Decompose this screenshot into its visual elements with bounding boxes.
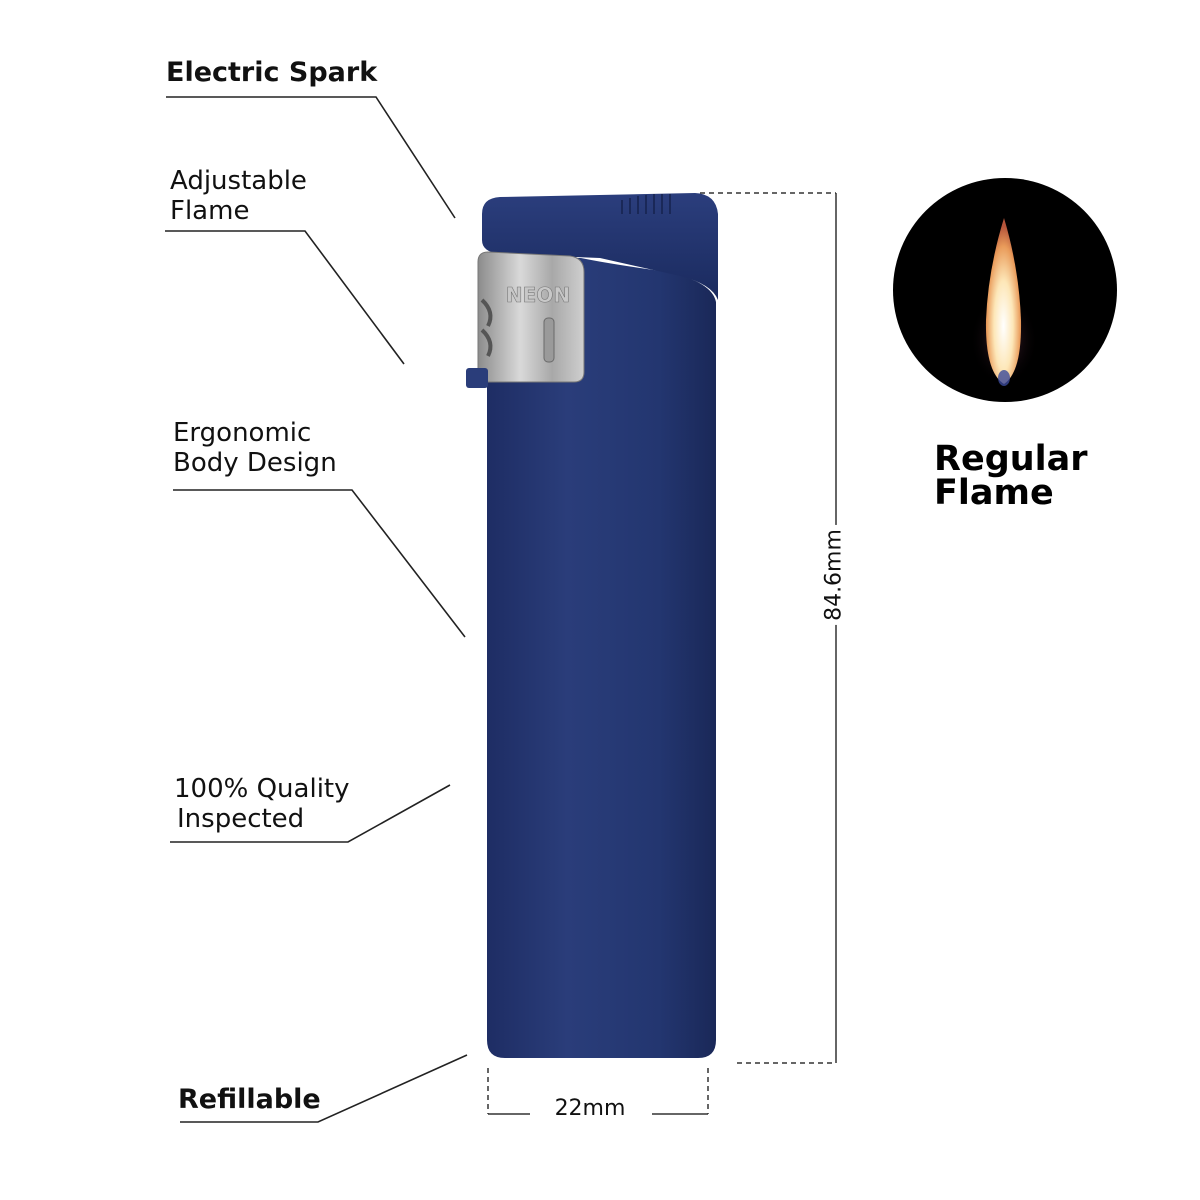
cap-ridges: [621, 194, 671, 214]
width-dimension-text: 22mm: [554, 1096, 626, 1121]
vent-slots: [480, 298, 493, 357]
brand-mark: NEON: [506, 283, 570, 307]
leader-adjustable-flame: [165, 230, 405, 365]
leader-quality: [170, 784, 451, 843]
flame-caption: Regular Flame: [934, 439, 1088, 513]
lighter-body: [487, 258, 716, 1058]
feature-refillable-text: Refillable: [178, 1084, 321, 1115]
width-dimension-line: [487, 1068, 709, 1115]
flame-photo: [893, 178, 1117, 402]
flame-caption-line2: Flame: [934, 473, 1054, 513]
metal-windshield: [477, 251, 585, 383]
width-dimension: 22mm: [540, 1096, 640, 1121]
feature-refillable: Refillable: [178, 1085, 321, 1115]
feature-adjustable-flame-line1: Adjustable: [170, 166, 307, 196]
windshield-slot: [543, 317, 555, 363]
leader-ergonomic: [173, 489, 466, 638]
height-dimension-text: 84.6mm: [821, 525, 847, 625]
feature-quality-inspected: 100% Quality Inspected: [174, 774, 350, 834]
leader-electric-spark: [166, 96, 456, 219]
leader-lines: [165, 96, 468, 1123]
feature-quality-line2: Inspected: [177, 804, 305, 834]
feature-electric-spark-text: Electric Spark: [166, 57, 378, 88]
feature-ergonomic-body: Ergonomic Body Design: [173, 418, 337, 478]
height-dimension-line: [700, 192, 837, 1064]
flame-icon: [985, 218, 1022, 384]
flame-caption-line1: Regular: [934, 439, 1088, 479]
feature-ergonomic-line2: Body Design: [173, 448, 337, 478]
feature-adjustable-flame: Adjustable Flame: [170, 166, 307, 226]
height-dimension: 84.6mm: [814, 520, 854, 630]
feature-ergonomic-line1: Ergonomic: [173, 418, 312, 448]
leader-refillable: [180, 1054, 468, 1123]
lighter-cap: [482, 193, 718, 300]
feature-adjustable-flame-line2: Flame: [170, 196, 250, 226]
feature-quality-line1: 100% Quality: [174, 774, 350, 804]
feature-electric-spark: Electric Spark: [166, 58, 377, 88]
ignition-lever: [466, 368, 488, 388]
lighter-image: NEON: [466, 193, 718, 1058]
